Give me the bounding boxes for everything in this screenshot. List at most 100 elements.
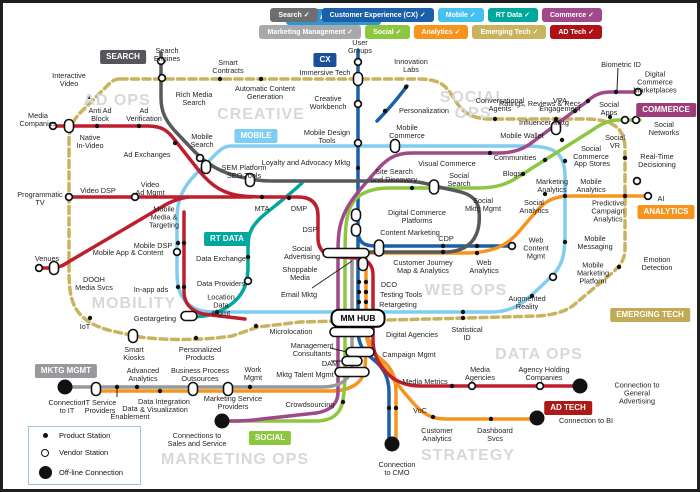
product-station-marker[interactable] bbox=[86, 94, 92, 100]
vendor-station-marker[interactable] bbox=[643, 191, 653, 201]
vendor-station-marker[interactable] bbox=[467, 381, 477, 391]
product-station-marker[interactable] bbox=[520, 171, 526, 177]
product-station-marker[interactable] bbox=[542, 191, 548, 197]
vendor-station-marker[interactable] bbox=[48, 121, 58, 131]
product-station-marker[interactable] bbox=[607, 114, 613, 120]
product-station-marker[interactable] bbox=[386, 405, 392, 411]
vendor-station-marker[interactable] bbox=[548, 272, 558, 282]
vendor-station-marker[interactable] bbox=[507, 241, 517, 251]
product-station-marker[interactable] bbox=[247, 384, 253, 390]
product-station-marker[interactable] bbox=[258, 76, 264, 82]
product-station-marker[interactable] bbox=[474, 250, 480, 256]
product-station-marker[interactable] bbox=[175, 240, 181, 246]
product-station-marker[interactable] bbox=[542, 157, 548, 163]
interchange-pill[interactable] bbox=[350, 208, 362, 222]
product-station-marker[interactable] bbox=[460, 315, 466, 321]
product-station-marker[interactable] bbox=[622, 193, 628, 199]
track-button-mobile-[interactable]: Mobile ✓ bbox=[437, 8, 484, 22]
track-button-commerce-[interactable]: Commerce ✓ bbox=[542, 8, 602, 22]
product-station-marker[interactable] bbox=[181, 240, 187, 246]
product-station-marker[interactable] bbox=[363, 299, 369, 305]
vendor-station-marker[interactable] bbox=[64, 192, 74, 202]
interchange-pill[interactable] bbox=[63, 118, 75, 134]
track-button-marketing-management-[interactable]: Marketing Management ✓ bbox=[259, 25, 362, 39]
interchange-pill[interactable] bbox=[48, 260, 60, 276]
interchange-pill[interactable] bbox=[334, 366, 370, 378]
vendor-station-marker[interactable] bbox=[172, 247, 182, 257]
interchange-pill[interactable] bbox=[90, 381, 102, 397]
interchange-pill[interactable] bbox=[373, 239, 385, 257]
product-station-marker[interactable] bbox=[449, 383, 455, 389]
product-station-marker[interactable] bbox=[356, 289, 362, 295]
track-button-social-[interactable]: Social ✓ bbox=[365, 25, 410, 39]
interchange-pill[interactable] bbox=[322, 247, 370, 259]
interchange-pill[interactable] bbox=[127, 328, 139, 344]
interchange-pill[interactable] bbox=[200, 159, 212, 175]
interchange-pill[interactable] bbox=[352, 71, 364, 87]
product-station-marker[interactable] bbox=[585, 98, 591, 104]
vendor-station-marker[interactable] bbox=[631, 115, 641, 125]
interchange-pill[interactable] bbox=[180, 310, 198, 322]
product-station-marker[interactable] bbox=[245, 254, 251, 260]
track-button-customer-experience-cx-[interactable]: Customer Experience (CX) ✓ bbox=[321, 8, 434, 22]
vendor-station-marker[interactable] bbox=[130, 192, 140, 202]
product-station-marker[interactable] bbox=[114, 384, 120, 390]
offline-connection-marker[interactable] bbox=[529, 410, 545, 426]
product-station-marker[interactable] bbox=[403, 84, 409, 90]
product-station-marker[interactable] bbox=[622, 155, 628, 161]
offline-connection-marker[interactable] bbox=[214, 413, 230, 429]
product-station-marker[interactable] bbox=[217, 76, 223, 82]
product-station-marker[interactable] bbox=[562, 158, 568, 164]
interchange-pill[interactable] bbox=[550, 120, 562, 136]
product-station-marker[interactable] bbox=[616, 264, 622, 270]
vendor-station-marker[interactable] bbox=[243, 276, 253, 286]
interchange-pill[interactable] bbox=[187, 381, 199, 397]
track-button-emerging-tech-[interactable]: Emerging Tech ✓ bbox=[472, 25, 547, 39]
product-station-marker[interactable] bbox=[460, 309, 466, 315]
interchange-pill[interactable] bbox=[244, 172, 256, 188]
product-station-marker[interactable] bbox=[440, 249, 446, 255]
product-station-marker[interactable] bbox=[94, 123, 100, 129]
track-button-rt-data-[interactable]: RT Data ✓ bbox=[487, 8, 538, 22]
vendor-station-marker[interactable] bbox=[157, 73, 167, 83]
product-station-marker[interactable] bbox=[553, 116, 559, 122]
product-station-marker[interactable] bbox=[172, 140, 178, 146]
vendor-station-marker[interactable] bbox=[353, 138, 363, 148]
product-station-marker[interactable] bbox=[157, 388, 163, 394]
offline-connection-marker[interactable] bbox=[384, 436, 400, 452]
product-station-marker[interactable] bbox=[134, 384, 140, 390]
interchange-pill[interactable] bbox=[428, 179, 440, 195]
product-station-marker[interactable] bbox=[474, 243, 480, 249]
product-station-marker[interactable] bbox=[181, 284, 187, 290]
vendor-station-marker[interactable] bbox=[195, 153, 205, 163]
product-station-marker[interactable] bbox=[356, 279, 362, 285]
product-station-marker[interactable] bbox=[355, 165, 361, 171]
product-station-marker[interactable] bbox=[175, 284, 181, 290]
product-station-marker[interactable] bbox=[87, 315, 93, 321]
product-station-marker[interactable] bbox=[572, 108, 578, 114]
product-station-marker[interactable] bbox=[193, 335, 199, 341]
offline-connection-marker[interactable] bbox=[57, 379, 73, 395]
vendor-station-marker[interactable] bbox=[535, 381, 545, 391]
product-station-marker[interactable] bbox=[488, 416, 494, 422]
product-station-marker[interactable] bbox=[286, 195, 292, 201]
track-button-ad-tech-[interactable]: AD Tech ✓ bbox=[550, 25, 602, 39]
vendor-station-marker[interactable] bbox=[353, 57, 363, 67]
product-station-marker[interactable] bbox=[393, 405, 399, 411]
vendor-station-marker[interactable] bbox=[353, 99, 363, 109]
interchange-pill[interactable] bbox=[222, 381, 234, 397]
offline-connection-marker[interactable] bbox=[572, 378, 588, 394]
interchange-pill[interactable] bbox=[357, 256, 369, 272]
interchange-pill[interactable] bbox=[341, 355, 363, 367]
product-station-marker[interactable] bbox=[363, 289, 369, 295]
vendor-station-marker[interactable] bbox=[632, 176, 642, 186]
product-station-marker[interactable] bbox=[356, 299, 362, 305]
track-button-search-[interactable]: Search ✓ bbox=[270, 8, 318, 22]
product-station-marker[interactable] bbox=[529, 293, 535, 299]
vendor-station-marker[interactable] bbox=[620, 115, 630, 125]
product-station-marker[interactable] bbox=[562, 239, 568, 245]
product-station-marker[interactable] bbox=[562, 193, 568, 199]
product-station-marker[interactable] bbox=[409, 185, 415, 191]
vendor-station-marker[interactable] bbox=[633, 87, 643, 97]
product-station-marker[interactable] bbox=[559, 137, 565, 143]
